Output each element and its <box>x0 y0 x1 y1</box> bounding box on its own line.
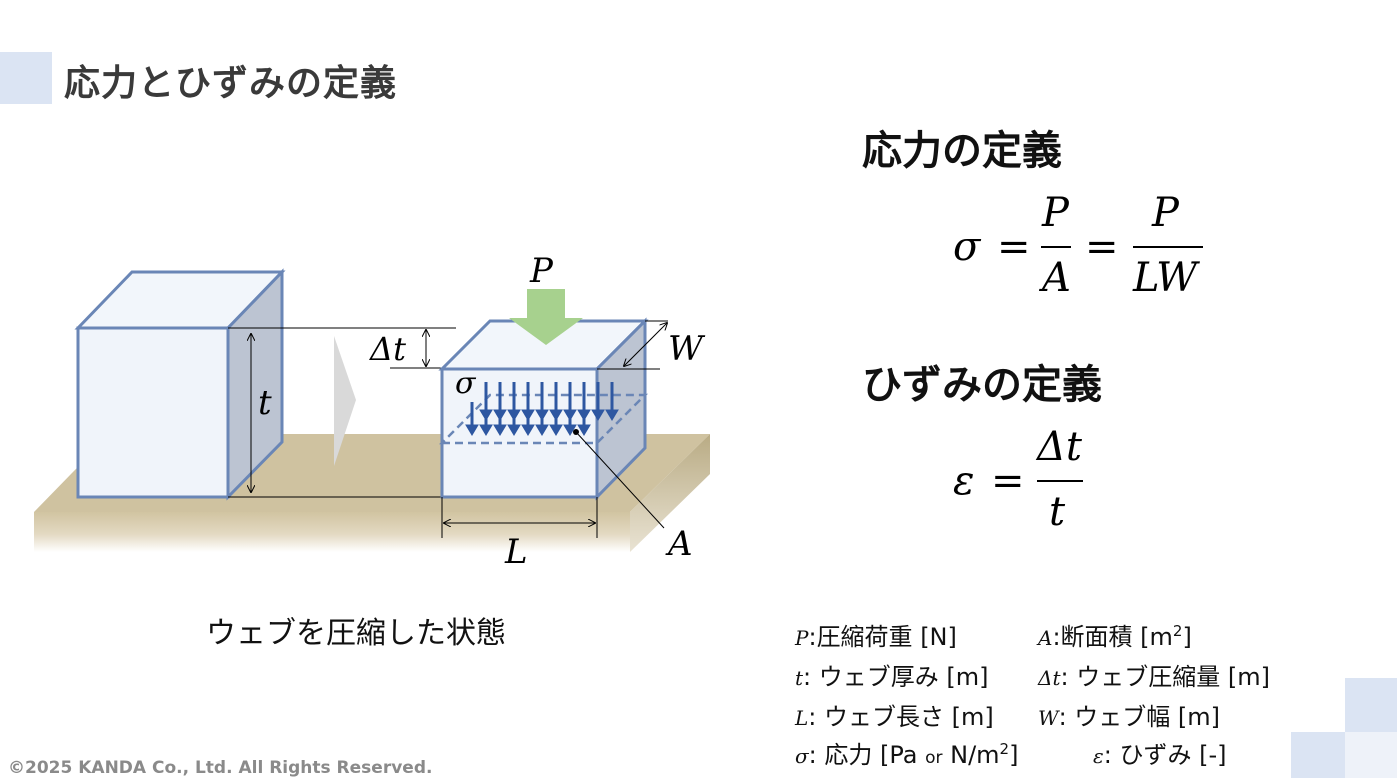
stress-arrow-head <box>605 409 619 421</box>
legend-item: A:断面積 [m2] <box>1038 622 1192 651</box>
stress-arrow-head <box>465 424 479 436</box>
stress-formula: σ = P A = P LW <box>953 190 1203 301</box>
stress-frac1-den: A <box>1038 255 1071 301</box>
stress-arrows <box>465 382 619 436</box>
stress-arrow-head <box>493 424 507 436</box>
stress-definition-heading: 応力の定義 <box>862 128 1062 174</box>
diagram-caption: ウェブを圧縮した状態 <box>206 616 506 651</box>
load-label: P <box>529 251 554 291</box>
stress-formula-lhs: σ <box>953 224 982 270</box>
stress-formula-eq1: = <box>997 224 1031 270</box>
stress-arrow-head <box>479 424 493 436</box>
width-dimension <box>624 323 667 366</box>
stress-frac1-num: P <box>1041 190 1070 236</box>
stress-arrow-head <box>577 424 591 436</box>
delta-t-label: Δt <box>368 330 406 368</box>
legend-item: ε: ひずみ [-] <box>1093 741 1227 769</box>
stress-arrow-head <box>591 409 605 421</box>
width-label: W <box>668 329 706 369</box>
strain-frac-den: t <box>1049 489 1066 535</box>
stress-arrow-head <box>521 424 535 436</box>
stress-arrow-head <box>507 424 521 436</box>
stress-formula-eq2: = <box>1085 224 1119 270</box>
title-accent-square <box>0 52 52 104</box>
strain-definition-heading: ひずみの定義 <box>862 362 1102 408</box>
copyright-notice: ©2025 KANDA Co., Ltd. All Rights Reserve… <box>8 758 433 778</box>
corner-decoration <box>1345 732 1397 778</box>
stress-frac2-den: LW <box>1132 255 1200 301</box>
stress-label: σ <box>455 366 477 401</box>
legend-item: P:圧縮荷重 [N] <box>795 623 957 651</box>
strain-frac-num: Δt <box>1035 424 1083 470</box>
area-label: A <box>665 524 693 564</box>
legend-item: t: ウェブ厚み [m] <box>795 663 989 691</box>
strain-formula-lhs: ε <box>953 458 974 504</box>
load-arrow <box>509 289 583 345</box>
legend-item: L: ウェブ長さ [m] <box>795 703 994 731</box>
stress-arrow-head <box>563 424 577 436</box>
transition-arrow <box>334 336 356 466</box>
stress-frac2-num: P <box>1151 190 1180 236</box>
legend-item: Δt: ウェブ圧縮量 [m] <box>1038 663 1270 691</box>
corner-decoration <box>1291 732 1345 778</box>
length-label: L <box>504 532 528 572</box>
compression-diagram: t Δt P W σ L A <box>34 251 710 572</box>
corner-decoration <box>1345 678 1397 732</box>
legend-item: σ: 応力 [Pa or N/m2] <box>795 740 1019 769</box>
area-leader <box>575 431 665 529</box>
thickness-label: t <box>258 383 272 423</box>
strain-formula-eq: = <box>991 458 1025 504</box>
stress-arrow-head <box>549 424 563 436</box>
strain-formula: ε = Δt t <box>953 424 1083 535</box>
legend-item: W: ウェブ幅 [m] <box>1038 703 1221 731</box>
stress-arrow-head <box>535 424 549 436</box>
slide-title: 応力とひずみの定義 <box>64 63 398 104</box>
